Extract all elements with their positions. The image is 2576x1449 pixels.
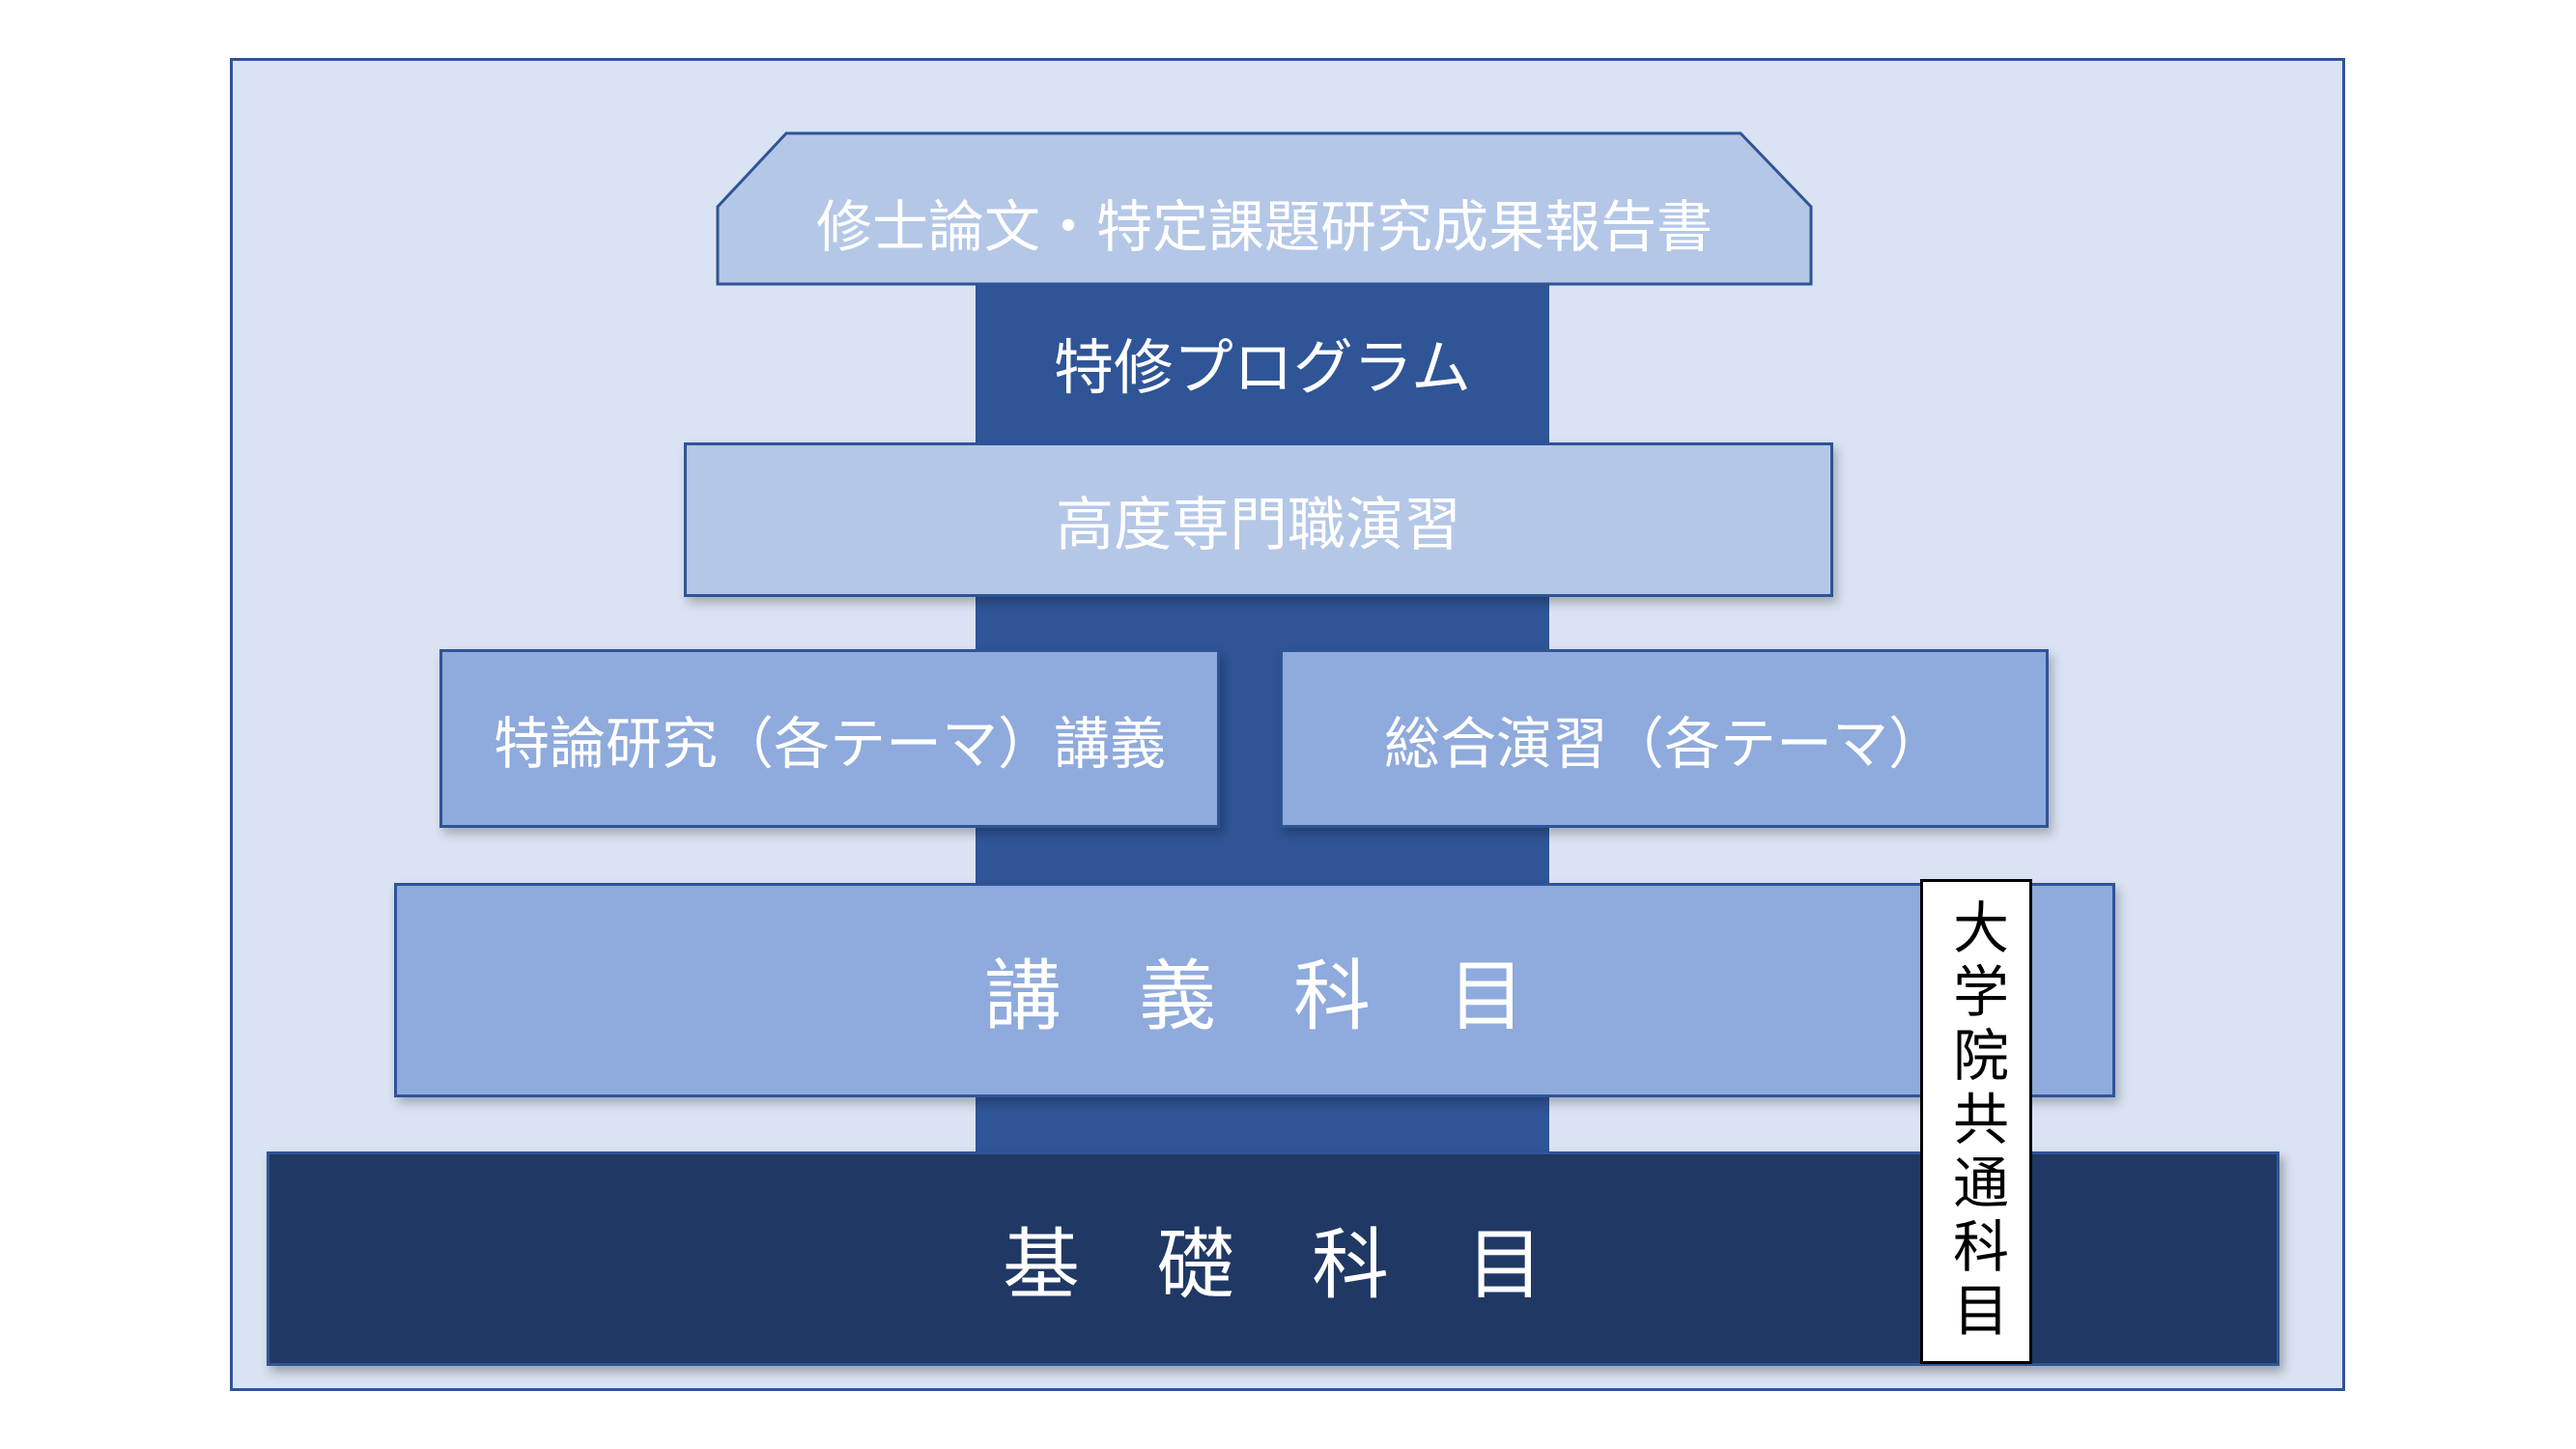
thesis-box: 修士論文・特定課題研究成果報告書 [715,130,1814,287]
integrated-seminar-box: 総合演習（各テーマ） [1280,649,2049,828]
advanced-practice-box: 高度専門職演習 [684,442,1833,597]
thesis-label: 修士論文・特定課題研究成果報告書 [815,194,1713,260]
program-label: 特修プログラム [1053,332,1472,403]
integrated-seminar-label: 総合演習（各テーマ） [1383,710,1944,777]
thesis-box-shape [716,131,1813,286]
lecture-courses-box: 講 義 科 目 [394,883,2115,1097]
advanced-practice-label: 高度専門職演習 [1056,491,1461,559]
lecture-courses-label: 講 義 科 目 [984,952,1525,1041]
special-lectures-box: 特論研究（各テーマ）講義 [439,649,1220,828]
basic-courses-label: 基 礎 科 目 [1003,1220,1543,1310]
common-courses-label: 大学院共通科目 [1943,898,2009,1345]
special-lectures-label: 特論研究（各テーマ）講義 [493,710,1166,777]
common-courses-box: 大学院共通科目 [1920,879,2032,1364]
